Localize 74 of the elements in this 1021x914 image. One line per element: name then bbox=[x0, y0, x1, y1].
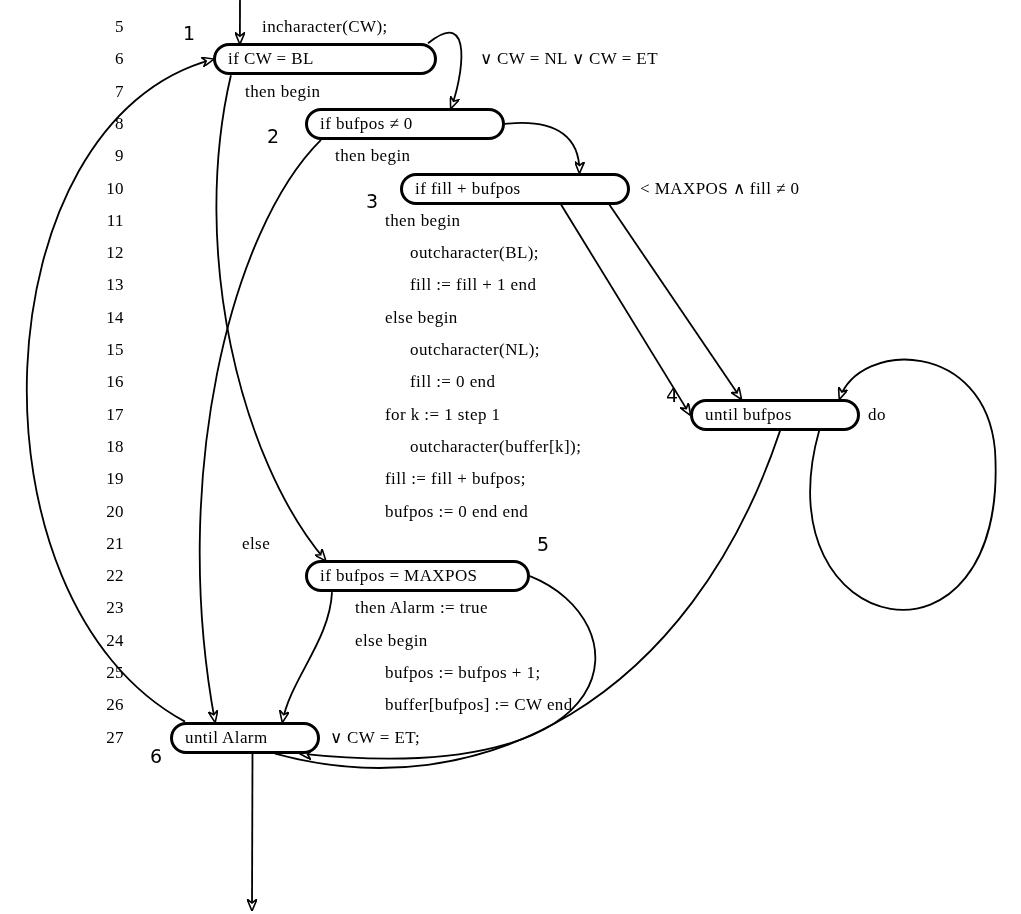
node-number: 2 bbox=[267, 123, 280, 148]
code-text: until bufpos bbox=[705, 404, 792, 425]
arrow bbox=[26, 58, 215, 723]
line-number: 16 bbox=[105, 372, 124, 393]
stadium-node bbox=[305, 107, 505, 140]
code-line: for k := 1 step 1 bbox=[385, 404, 501, 425]
node-number: 6 bbox=[150, 743, 163, 768]
code-line: then begin bbox=[335, 146, 411, 167]
line-number: 5 bbox=[114, 17, 124, 37]
line-number: 19 bbox=[105, 469, 124, 490]
line-number: 27 bbox=[105, 727, 124, 748]
line-number: 18 bbox=[105, 436, 124, 457]
code-line: outcharacter(BL); bbox=[410, 243, 539, 264]
arrow bbox=[198, 139, 322, 724]
code-line: incharacter(CW); bbox=[262, 17, 388, 37]
code-line: fill := fill + bufpos; bbox=[385, 469, 526, 490]
line-number: 8 bbox=[114, 113, 124, 134]
code-line: fill := fill + 1 end bbox=[410, 275, 537, 296]
code-line: buffer[bufpos] := CW end bbox=[385, 695, 573, 716]
line-number: 15 bbox=[105, 340, 124, 360]
code-text: if CW = BL bbox=[228, 49, 314, 70]
node-number: 4 bbox=[666, 382, 679, 407]
code-text: if fill + bufpos bbox=[415, 178, 521, 199]
code-line: outcharacter(NL); bbox=[410, 340, 540, 360]
code-line: < MAXPOS ∧ fill ≠ 0 bbox=[640, 178, 800, 199]
stadium-node bbox=[690, 398, 860, 431]
code-line: fill := 0 end bbox=[410, 372, 496, 393]
code-text: if bufpos ≠ 0 bbox=[320, 113, 413, 134]
code-line: bufpos := bufpos + 1; bbox=[385, 663, 541, 683]
code-line: then begin bbox=[385, 210, 461, 231]
stadium-node bbox=[400, 172, 630, 205]
stadium-node bbox=[170, 721, 320, 754]
line-number: 26 bbox=[105, 695, 124, 716]
node-number: 1 bbox=[183, 21, 196, 46]
stadium-node bbox=[213, 43, 437, 76]
code-line: then Alarm := true bbox=[355, 598, 488, 619]
line-number: 14 bbox=[105, 307, 124, 328]
line-number: 6 bbox=[114, 49, 124, 70]
arrow bbox=[504, 122, 585, 175]
stadium-node bbox=[305, 560, 530, 593]
arrow bbox=[608, 203, 743, 401]
line-number: 12 bbox=[105, 243, 124, 264]
code-line: do bbox=[868, 404, 886, 425]
code-line: ∨ CW = NL ∨ CW = ET bbox=[480, 49, 658, 70]
line-number: 22 bbox=[105, 566, 124, 587]
code-line: then begin bbox=[245, 81, 321, 102]
line-number: 17 bbox=[105, 404, 124, 425]
code-line: bufpos := 0 end end bbox=[385, 501, 529, 522]
arrow bbox=[279, 591, 333, 724]
node-number: 5 bbox=[537, 532, 550, 557]
code-line: else begin bbox=[355, 630, 428, 651]
code-line: else begin bbox=[385, 307, 458, 328]
arrow bbox=[427, 31, 463, 110]
arrow bbox=[560, 203, 692, 417]
line-number: 13 bbox=[105, 275, 124, 296]
arrow bbox=[809, 358, 996, 610]
line-number: 20 bbox=[105, 501, 124, 522]
code-line: else bbox=[242, 533, 271, 554]
line-number: 11 bbox=[105, 210, 124, 231]
code-text: until Alarm bbox=[185, 727, 268, 748]
code-line: outcharacter(buffer[k]); bbox=[410, 436, 582, 457]
line-number: 21 bbox=[105, 533, 124, 554]
line-number: 9 bbox=[114, 146, 124, 167]
arrow bbox=[298, 575, 596, 761]
code-text: if bufpos = MAXPOS bbox=[320, 566, 478, 587]
line-number: 25 bbox=[105, 663, 124, 683]
line-number: 10 bbox=[105, 178, 124, 199]
arrow bbox=[215, 74, 327, 562]
arrow bbox=[246, 752, 258, 912]
code-line: ∨ CW = ET; bbox=[330, 727, 421, 748]
node-number: 3 bbox=[366, 188, 379, 213]
line-number: 24 bbox=[105, 630, 124, 651]
line-number: 7 bbox=[114, 81, 124, 102]
line-number: 23 bbox=[105, 598, 124, 619]
